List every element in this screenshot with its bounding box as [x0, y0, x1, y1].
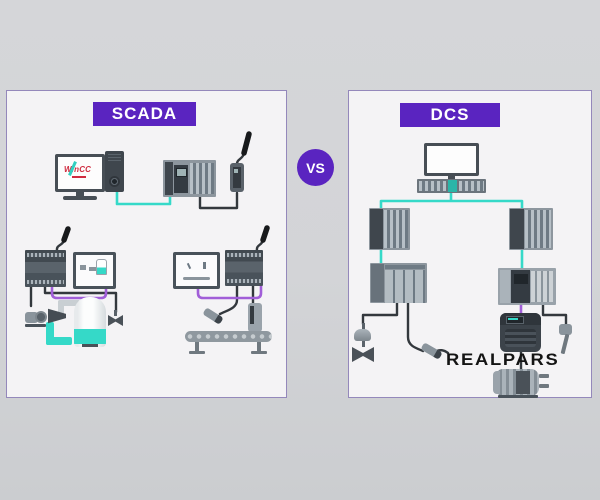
- dcs-screen: [427, 146, 476, 173]
- controller-cpu: [370, 209, 383, 249]
- terminals-top: [27, 253, 64, 257]
- tank-liquid: [74, 329, 106, 344]
- realpars-watermark: REALPARS: [446, 350, 560, 369]
- pump-icon: [25, 312, 38, 323]
- scada-panel: [6, 90, 287, 398]
- dcs-cpu-rack-icon: [498, 268, 556, 305]
- io-cards: [385, 270, 425, 303]
- hmi-panel-right-icon: [173, 252, 220, 289]
- hmi-panel-left-icon: [73, 252, 116, 289]
- pump-base: [25, 324, 46, 327]
- monitor-stand: [76, 192, 84, 196]
- outlet-valve-stem: [114, 310, 117, 316]
- compact-plc-left-icon: [25, 250, 66, 287]
- dcs-valve-yoke: [362, 341, 365, 347]
- io-modules: [531, 271, 553, 302]
- io-modules: [190, 163, 214, 194]
- drive-vents: [505, 329, 536, 347]
- workstation-screen: WinCC: [58, 157, 102, 189]
- controller-io: [384, 210, 408, 248]
- psu-module: [165, 162, 173, 195]
- motor-junction-box: [516, 371, 530, 394]
- wincc-logo: WinCC: [64, 165, 92, 174]
- wireless-module-icon: [230, 163, 244, 192]
- tank-base: [82, 344, 98, 347]
- conveyor-leg-right: [257, 342, 261, 352]
- pc-tower-icon: [105, 151, 124, 192]
- mini-equip-1: [80, 265, 86, 270]
- compact-plc-right-icon: [225, 250, 263, 286]
- storage-tank-icon: [74, 297, 106, 347]
- photoelectric-sensor-icon: [248, 303, 262, 332]
- outlet-valve-icon: [108, 315, 123, 326]
- io-header-row: [385, 265, 425, 269]
- motor-base: [498, 395, 538, 398]
- drive-display: [506, 316, 524, 324]
- psu-module: [500, 270, 510, 303]
- controller-io: [525, 210, 551, 248]
- server-slots-right: [459, 181, 484, 191]
- terminals-bottom: [227, 279, 261, 283]
- io-head-module: [371, 264, 384, 302]
- motor-shaft-top: [539, 374, 549, 378]
- terminals-bottom: [27, 280, 64, 284]
- terminals-top: [227, 253, 261, 257]
- dcs-monitor-icon: [424, 143, 479, 176]
- conveyor-foot-right: [251, 351, 267, 354]
- cpu-display: [176, 168, 187, 177]
- server-network-module: [448, 180, 457, 192]
- sensor-lens: [250, 306, 254, 324]
- tower-vent-circle: [109, 176, 120, 187]
- motor-shaft-bottom: [539, 384, 549, 388]
- pump-head: [35, 311, 47, 323]
- mini-tank-graphic: [96, 259, 107, 275]
- teal-pipe-h: [46, 337, 72, 345]
- dcs-valve-stem: [362, 323, 365, 330]
- scada-header: SCADA: [93, 102, 196, 126]
- drive-display-text: [508, 318, 518, 320]
- wireless-front: [233, 167, 241, 188]
- scada-plc-rack-icon: [163, 160, 216, 197]
- vs-badge: VS: [297, 149, 334, 186]
- hmi-right-screen: [176, 255, 217, 286]
- teal-pipe-v: [46, 322, 54, 345]
- tower-vents: [108, 154, 121, 163]
- controller-cpu: [510, 209, 524, 249]
- dcs-controller-right-icon: [509, 208, 553, 250]
- mini-conveyor-graphic: [183, 277, 210, 280]
- dcs-remote-io-left-icon: [370, 263, 427, 303]
- mini-item-1: [186, 262, 192, 270]
- temperature-sensor-head: [559, 324, 572, 335]
- dcs-control-valve-icon: [352, 347, 374, 362]
- motor-end-cap: [493, 371, 500, 394]
- wincc-subtitle-line: [72, 176, 86, 178]
- mini-equip-2: [89, 267, 96, 271]
- conveyor-leg-left: [195, 342, 199, 352]
- monitor-base: [63, 196, 97, 200]
- cpu-display: [514, 274, 528, 284]
- conveyor-belt-icon: [185, 331, 272, 342]
- workstation-monitor-icon: WinCC: [55, 154, 105, 192]
- hmi-left-screen: [76, 255, 113, 286]
- vfd-drive-icon: [500, 313, 541, 352]
- server-rack-icon: [417, 179, 486, 193]
- conveyor-foot-left: [189, 351, 205, 354]
- server-slots-left: [419, 181, 446, 191]
- dcs-controller-left-icon: [369, 208, 410, 250]
- dcs-valve-actuator: [354, 329, 371, 341]
- wireless-display: [234, 169, 238, 173]
- dcs-header: DCS: [400, 103, 500, 127]
- mini-item-2: [203, 262, 206, 269]
- dcs-monitor-stand: [448, 176, 455, 179]
